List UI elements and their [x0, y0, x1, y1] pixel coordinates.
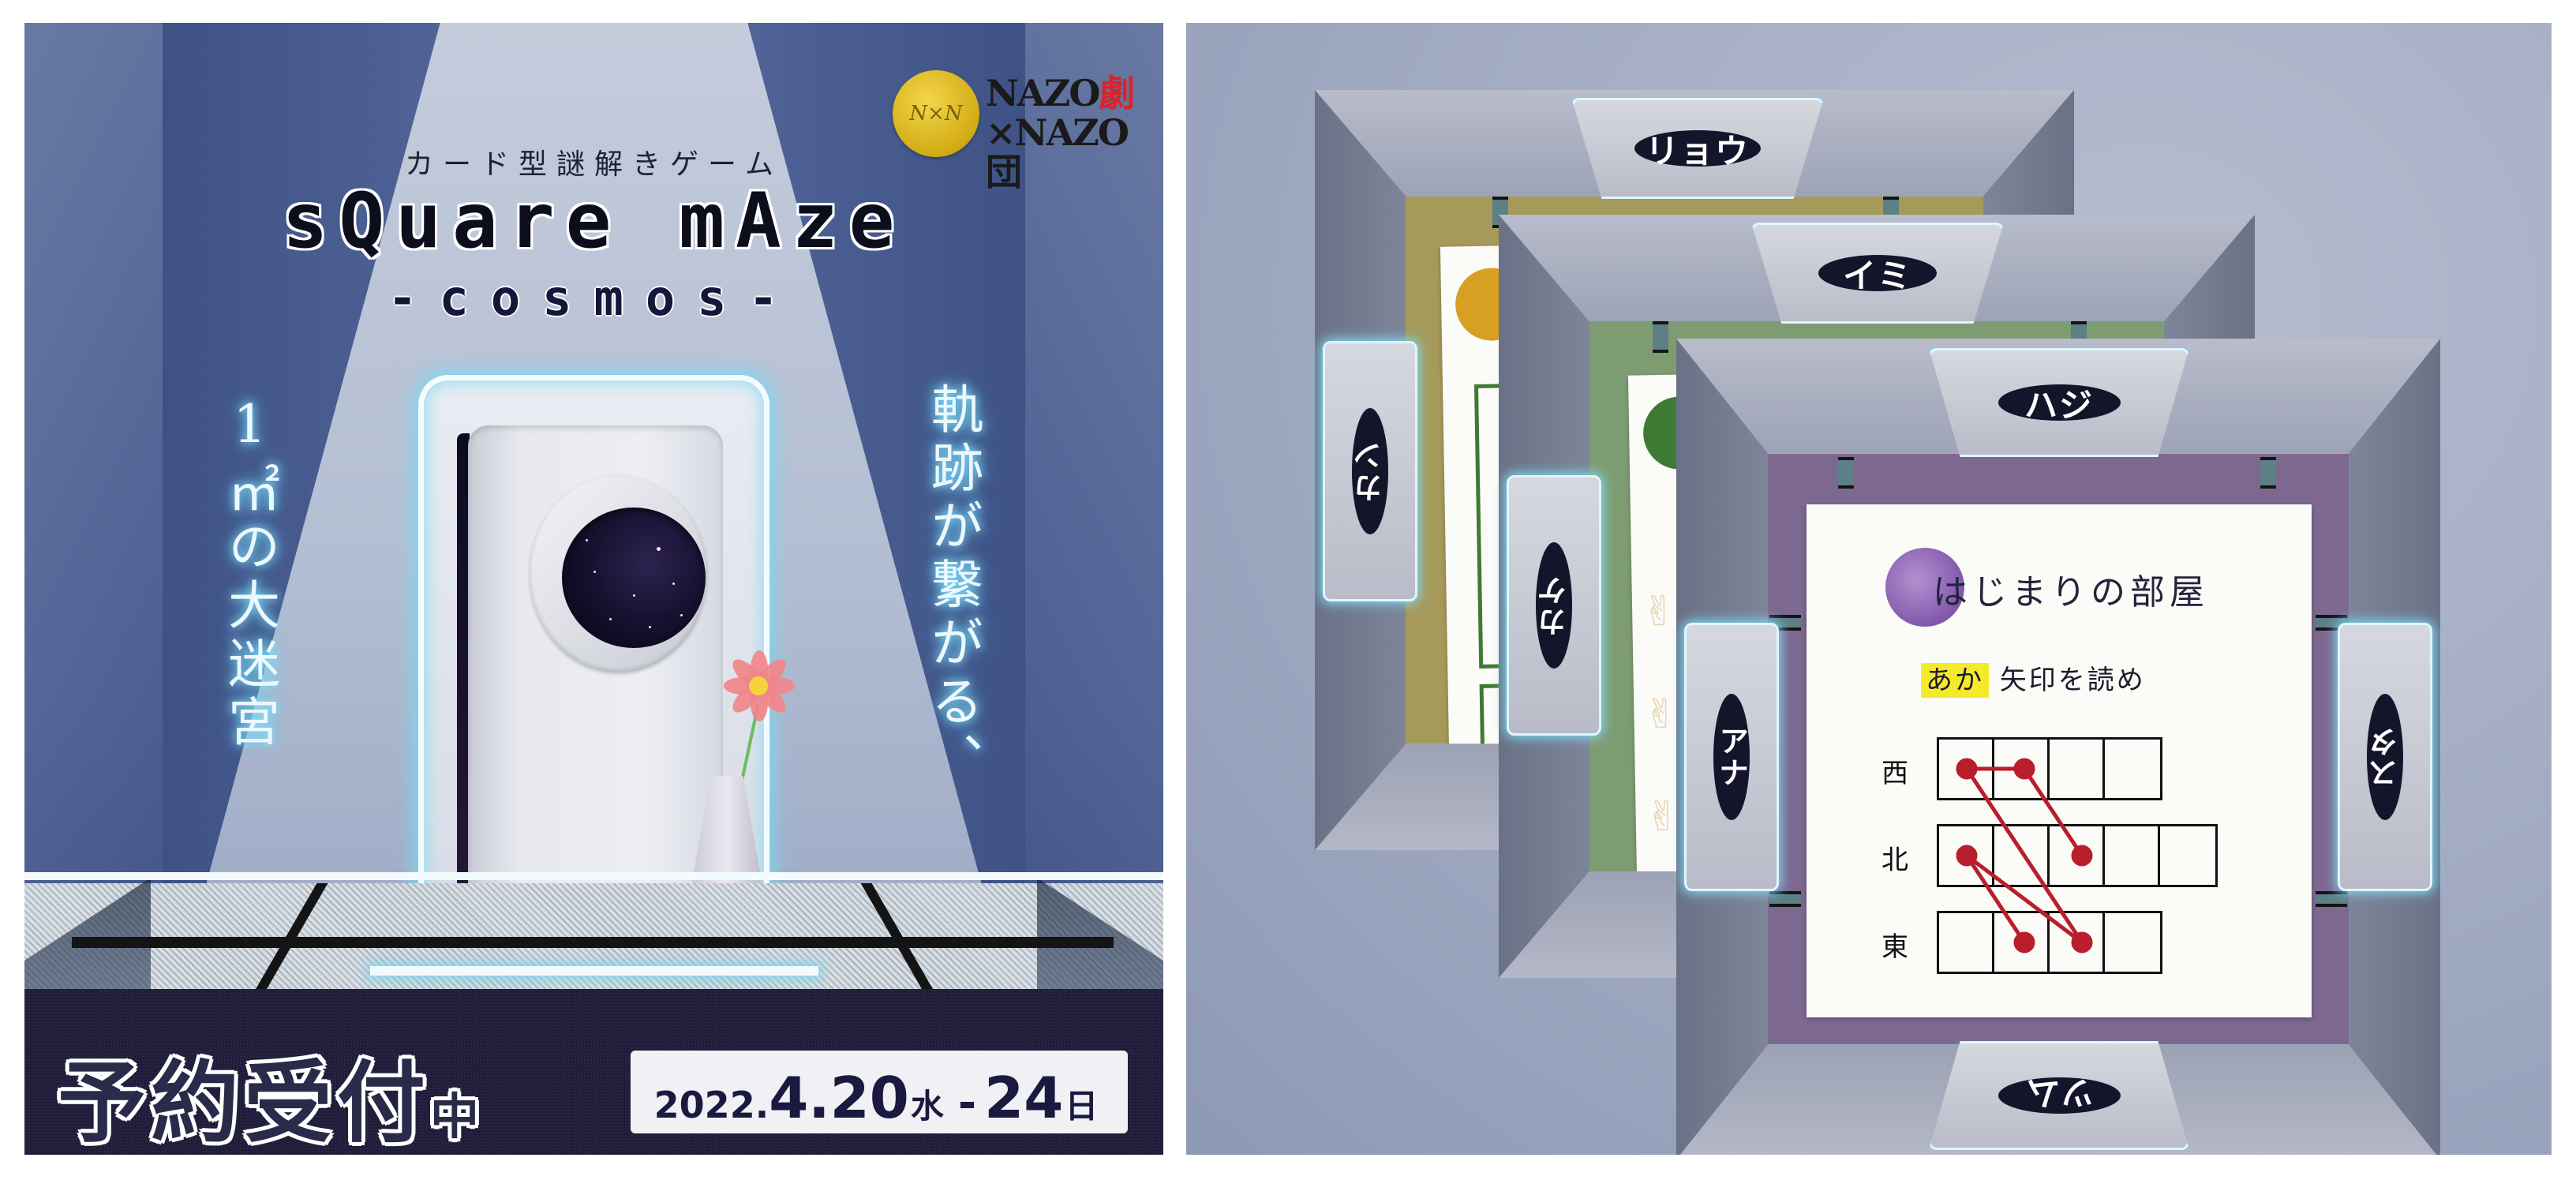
- room-card-front: はじまりの部屋 あか 矢印を読め 西 北 東: [1676, 339, 2440, 1155]
- answer-cell[interactable]: [1939, 913, 1994, 972]
- wax-seal-icon: N×N: [893, 70, 979, 157]
- floor-groove: [72, 937, 1114, 948]
- hint-text: 矢印を読め: [1999, 665, 2146, 696]
- cosmos-flower-icon: [719, 646, 798, 725]
- door-bottom[interactable]: ツム: [1929, 1041, 2189, 1150]
- door-label: ツム: [1998, 1074, 2121, 1114]
- floor-light-strip: [370, 966, 818, 976]
- reservation-status: 予約受付中: [58, 1052, 485, 1155]
- answer-cell[interactable]: [2050, 826, 2105, 885]
- door-left[interactable]: アナ: [1684, 623, 1779, 891]
- door-label: カン: [1352, 408, 1388, 534]
- answer-cell[interactable]: [1994, 826, 2050, 885]
- event-date-box: 2022. 4.20 水 - 24 日: [631, 1051, 1128, 1133]
- puzzle-hint: あか 矢印を読め: [1921, 658, 2146, 698]
- room-badge-icon: [1885, 548, 1964, 627]
- red-arrow-path: [1956, 758, 2093, 953]
- door-label: イミ: [1818, 255, 1937, 295]
- row-label-west: 西: [1881, 758, 1908, 789]
- peace-hand-icon: ✌: [1645, 792, 1680, 841]
- door-right[interactable]: スタ: [2338, 623, 2432, 891]
- answer-cell[interactable]: [1994, 913, 2050, 972]
- room-name: はじまりの部屋: [1933, 572, 2209, 612]
- logo-wordmark: NAZO劇 ×NAZO団: [986, 72, 1135, 193]
- door-label: アナ: [1713, 694, 1750, 820]
- door-label: ハジ: [1998, 384, 2121, 425]
- game-title: sQuare mAze: [282, 177, 906, 265]
- edition-title: -cosmos-: [388, 269, 800, 327]
- answer-cell[interactable]: [1994, 740, 2050, 798]
- tagline-left: 1㎡の大迷宮: [219, 394, 280, 753]
- porthole-window: [562, 508, 706, 648]
- floor-glow-edge: [24, 872, 1163, 880]
- card-preview-panel: リョウ カン ✌ ✌ ✌ イミ カケ: [1186, 23, 2552, 1155]
- puzzle-sheet: はじまりの部屋 あか 矢印を読め 西 北 東: [1807, 504, 2312, 1017]
- door-left[interactable]: カン: [1323, 341, 1417, 601]
- nazo-nazo-gekidan-logo: N×N NAZO劇 ×NAZO団: [893, 70, 1145, 192]
- answer-row-east: [1937, 911, 2162, 974]
- door-label: スタ: [2367, 694, 2403, 820]
- door-gap-starfield: [457, 433, 470, 904]
- peace-hand-icon: ✌: [1642, 690, 1679, 739]
- door-label: リョウ: [1634, 130, 1761, 170]
- answer-cell[interactable]: [1939, 826, 1994, 885]
- event-poster: N×N NAZO劇 ×NAZO団 カード型謎解きゲーム sQuare mAze …: [24, 23, 1163, 1155]
- row-label-north: 北: [1881, 845, 1908, 876]
- answer-cell[interactable]: [2050, 740, 2105, 798]
- door-top[interactable]: リョウ: [1571, 98, 1824, 199]
- door-top[interactable]: イミ: [1751, 223, 2004, 324]
- answer-cell[interactable]: [2105, 826, 2160, 885]
- game-genre-subtitle: カード型謎解きゲーム: [405, 148, 783, 181]
- door-top[interactable]: ハジ: [1929, 348, 2189, 457]
- door-label: カケ: [1536, 542, 1572, 669]
- color-highlight: あか: [1921, 663, 1989, 698]
- answer-cell[interactable]: [2050, 913, 2105, 972]
- door-left[interactable]: カケ: [1507, 475, 1601, 736]
- tagline-right: 軌跡が繋がる、: [923, 382, 983, 791]
- answer-row-north: [1937, 824, 2218, 887]
- peace-hand-icon: ✌: [1641, 587, 1677, 636]
- row-label-east: 東: [1881, 931, 1908, 963]
